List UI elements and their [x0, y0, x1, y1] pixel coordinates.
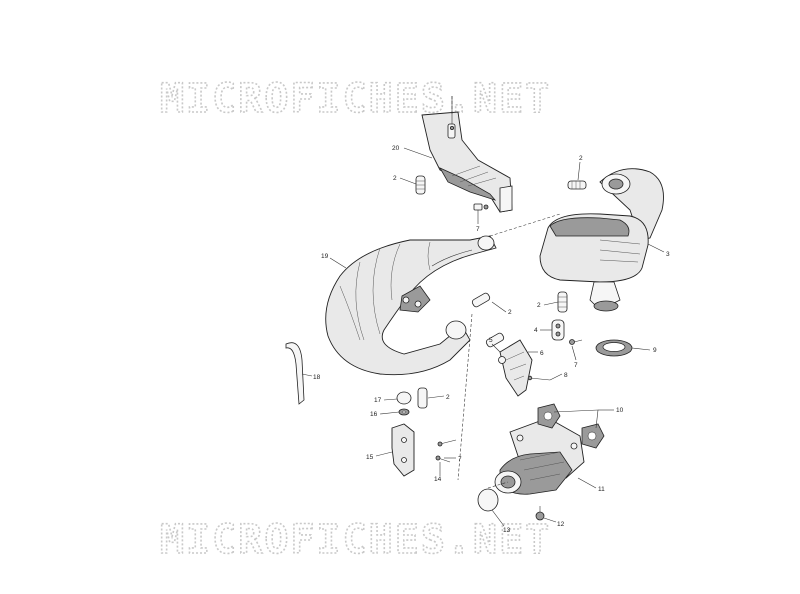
- callout-2: 2: [393, 175, 397, 182]
- callout-9: 9: [653, 347, 657, 354]
- spring-part: [471, 292, 505, 348]
- leader-lines: [301, 147, 665, 527]
- heat-shield-plate: [498, 339, 533, 397]
- grommet-part: [396, 391, 412, 405]
- bolt-part: [435, 439, 457, 463]
- watermark-bottom: MICROFICHES.NET: [160, 517, 551, 563]
- clip-part: [551, 319, 565, 341]
- callout-labels: 20 2 7 2 3 19 2 2 4 5 6 7 9 8 18 17 16 2…: [313, 145, 670, 534]
- callout-17: 17: [374, 397, 382, 404]
- expansion-chamber: [325, 235, 497, 376]
- flange-gasket: [537, 403, 561, 429]
- callout-2: 2: [508, 309, 512, 316]
- callout-15: 15: [366, 454, 374, 461]
- callout-2: 2: [579, 155, 583, 162]
- callout-7: 7: [476, 226, 480, 233]
- callout-3: 3: [666, 251, 670, 258]
- callout-6: 6: [540, 350, 544, 357]
- exhaust-bracket: [421, 96, 513, 213]
- callout-7: 7: [458, 456, 462, 463]
- strap-band: [285, 342, 305, 405]
- spring-part: [567, 180, 587, 190]
- exhaust-manifold: [494, 417, 585, 495]
- flange-gasket: [581, 423, 605, 449]
- callout-12: 12: [557, 521, 565, 528]
- callout-14: 14: [434, 476, 442, 483]
- callout-2: 2: [537, 302, 541, 309]
- bolt-part: [569, 339, 583, 345]
- callout-13: 13: [503, 527, 511, 534]
- bolt-part: [535, 506, 545, 521]
- callout-16: 16: [370, 411, 378, 418]
- spring-part: [417, 387, 428, 409]
- callout-5: 5: [489, 337, 493, 344]
- seal-part: [477, 488, 499, 512]
- mount-bracket: [391, 423, 415, 477]
- gasket-ring: [595, 339, 633, 357]
- callout-7: 7: [574, 362, 578, 369]
- bolt-part: [473, 203, 489, 211]
- watermark-top: MICROFICHES.NET: [160, 76, 551, 122]
- bolt-part: [527, 375, 551, 381]
- callout-4: 4: [534, 327, 538, 334]
- callout-19: 19: [321, 253, 329, 260]
- spring-part: [415, 175, 426, 195]
- callout-8: 8: [564, 372, 568, 379]
- spring-part: [557, 291, 568, 313]
- muffler: [539, 168, 664, 312]
- callout-2: 2: [446, 394, 450, 401]
- callout-10: 10: [616, 407, 624, 414]
- callout-18: 18: [313, 374, 321, 381]
- assembly-lines: [451, 96, 561, 489]
- callout-20: 20: [392, 145, 400, 152]
- washer-part: [398, 408, 410, 416]
- callout-11: 11: [598, 486, 605, 493]
